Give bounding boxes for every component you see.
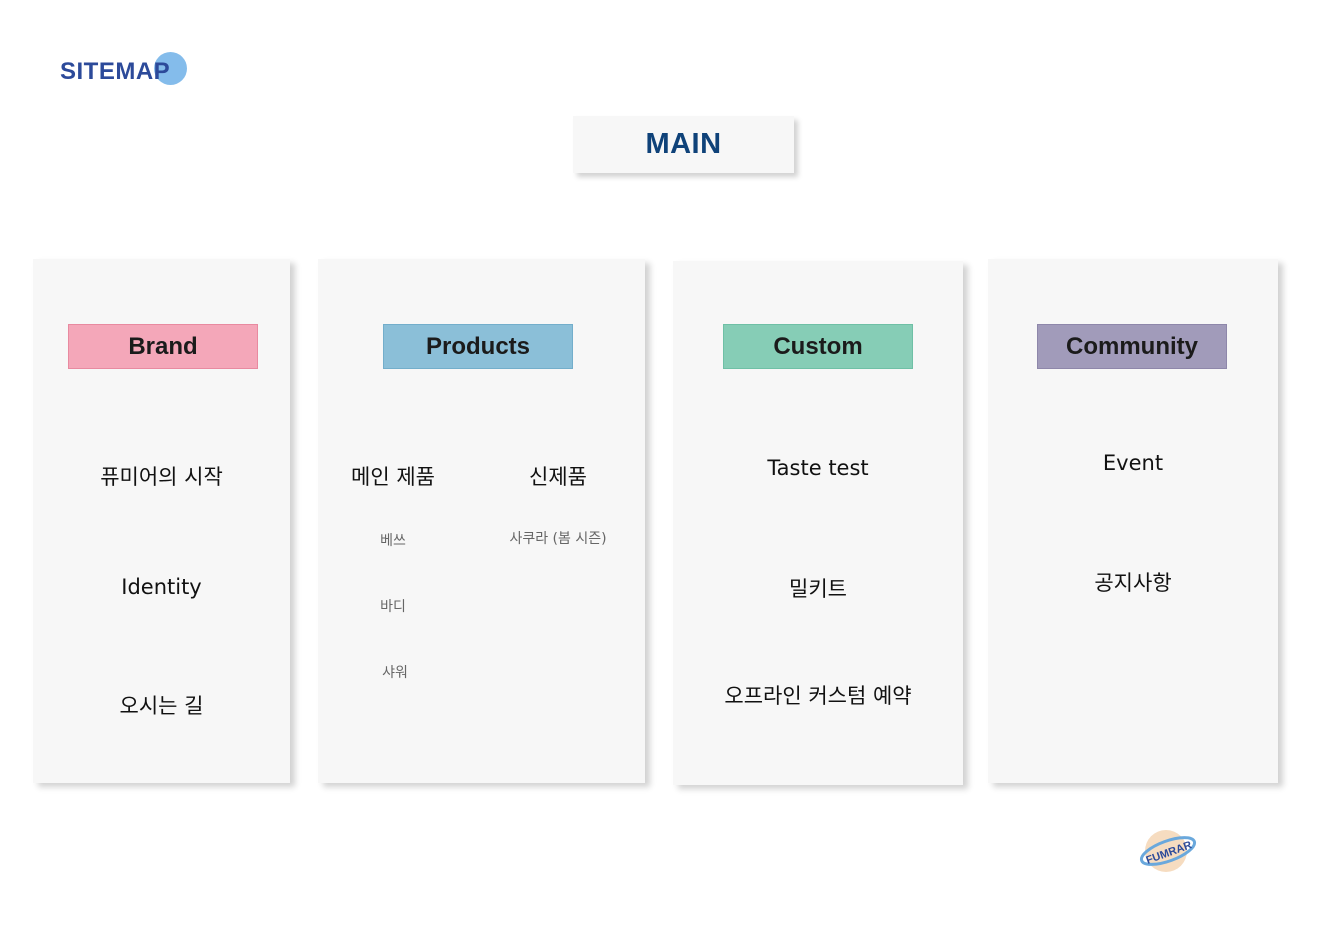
logo-circle-shape bbox=[154, 52, 187, 85]
brand-card: Brand 퓨미어의 시작 Identity 오시는 길 bbox=[33, 259, 290, 783]
products-main-item-body[interactable]: 바디 bbox=[380, 599, 406, 615]
custom-item-offline-reservation[interactable]: 오프라인 커스텀 예약 bbox=[724, 684, 912, 708]
custom-item-taste-test[interactable]: Taste test bbox=[767, 456, 869, 480]
sitemap-logo: SITEMAP bbox=[60, 50, 200, 90]
fumrar-logo: FUMRAR bbox=[1139, 830, 1197, 872]
products-main-item-bath[interactable]: 베쓰 bbox=[380, 533, 406, 549]
products-card: Products 메인 제품 베쓰 바디 샤워 신제품 사쿠라 (봄 시즌) bbox=[318, 259, 645, 783]
logo-text: SITEMAP bbox=[60, 58, 171, 85]
custom-item-meal-kit[interactable]: 밀키트 bbox=[789, 577, 847, 601]
community-tag[interactable]: Community bbox=[1037, 324, 1227, 369]
community-item-event[interactable]: Event bbox=[1102, 451, 1164, 475]
products-main-heading[interactable]: 메인 제품 bbox=[351, 465, 435, 489]
brand-item-identity[interactable]: Identity bbox=[121, 575, 202, 599]
products-main-item-shower[interactable]: 샤워 bbox=[382, 665, 408, 681]
products-new-heading[interactable]: 신제품 bbox=[529, 465, 587, 489]
brand-tag[interactable]: Brand bbox=[68, 324, 258, 369]
main-node[interactable]: MAIN bbox=[573, 116, 794, 173]
community-card: Community Event 공지사항 bbox=[988, 259, 1278, 783]
brand-item-start[interactable]: 퓨미어의 시작 bbox=[100, 465, 223, 489]
custom-tag[interactable]: Custom bbox=[723, 324, 913, 369]
products-tag[interactable]: Products bbox=[383, 324, 573, 369]
custom-card: Custom Taste test 밀키트 오프라인 커스텀 예약 bbox=[673, 261, 963, 785]
community-item-notice[interactable]: 공지사항 bbox=[1094, 571, 1172, 595]
brand-item-directions[interactable]: 오시는 길 bbox=[119, 694, 204, 718]
products-new-item-sakura[interactable]: 사쿠라 (봄 시즌) bbox=[509, 531, 607, 547]
